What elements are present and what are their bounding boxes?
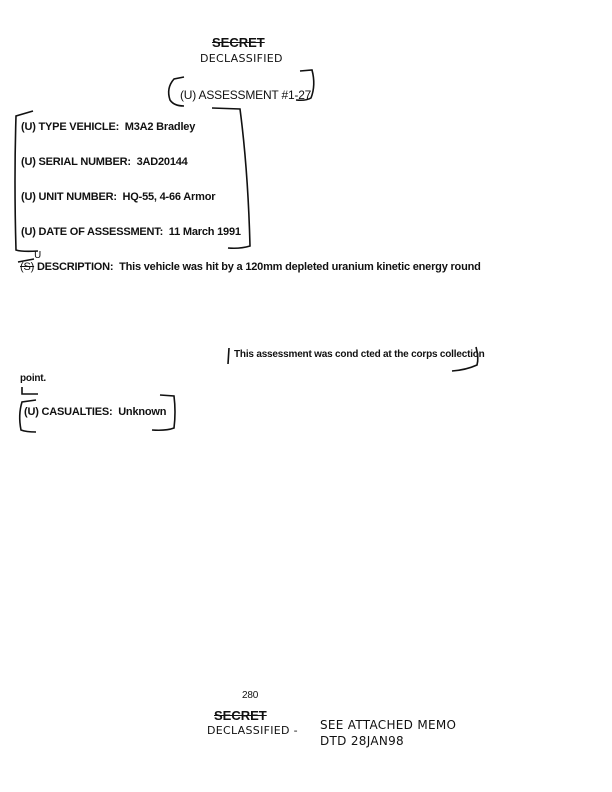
assessment-note-end: point. <box>20 373 47 384</box>
field-serial-number: (U) SERIAL NUMBER: 3AD20144 <box>21 156 188 168</box>
field-type-vehicle: (U) TYPE VEHICLE: M3A2 Bradley <box>21 121 196 133</box>
field-unit-number: (U) UNIT NUMBER: HQ-55, 4-66 Armor <box>21 191 216 203</box>
assessment-note: This assessment was cond cted at the cor… <box>234 349 485 360</box>
footer-classification-struck: SECRET <box>214 708 267 723</box>
page-number: 280 <box>242 690 259 701</box>
assessment-title: (U) ASSESSMENT #1-27 <box>180 88 312 102</box>
field-date-of-assessment: (U) DATE OF ASSESSMENT: 11 March 1991 <box>21 226 241 238</box>
casualties: (U) CASUALTIES: Unknown <box>24 406 167 418</box>
handwritten-date: DTD 28JAN98 <box>320 734 404 748</box>
marking-correction: U <box>34 250 42 261</box>
handwritten-note: SEE ATTACHED MEMO <box>320 718 457 732</box>
declassified-stamp: DECLASSIFIED <box>200 52 283 65</box>
description: (S) DESCRIPTION: This vehicle was hit by… <box>20 261 481 273</box>
footer-declassified: DECLASSIFIED - <box>207 724 298 737</box>
classification-struck: SECRET <box>212 35 265 50</box>
